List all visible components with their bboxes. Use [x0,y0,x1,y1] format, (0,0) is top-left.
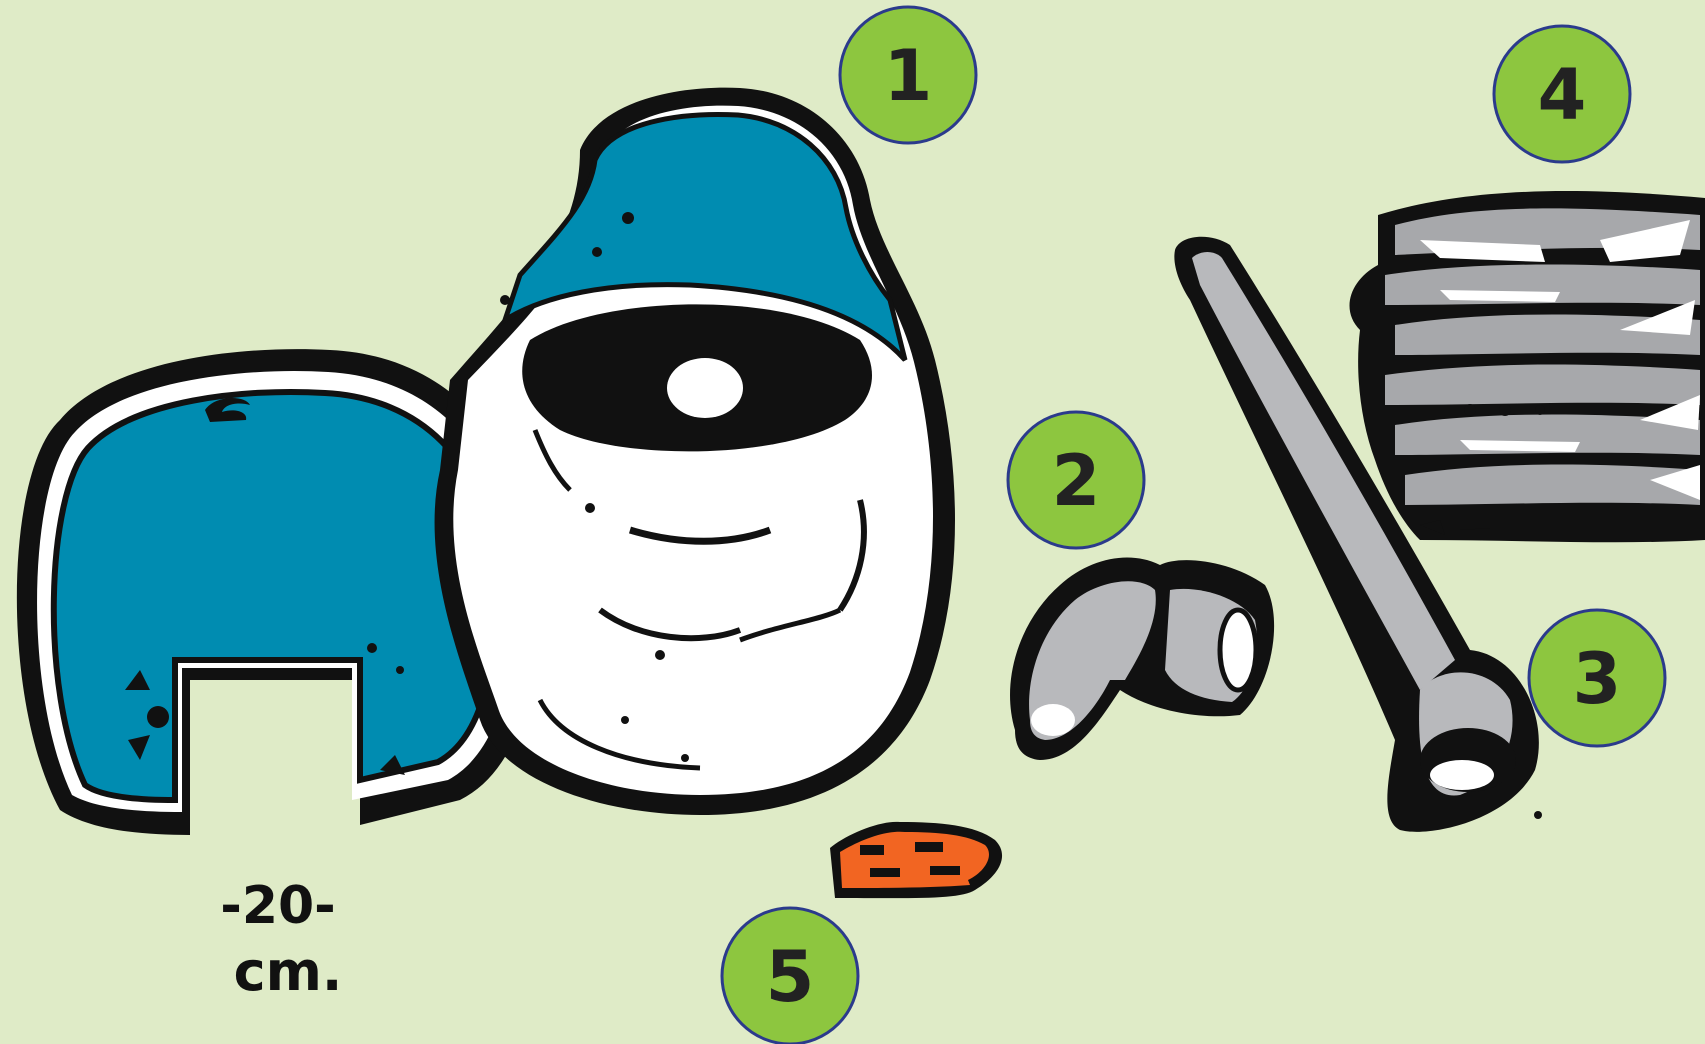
marker-2: 2 [1008,412,1144,548]
marker-3: 3 [1529,610,1665,746]
marker-3-label: 3 [1573,638,1622,720]
dimension-unit: cm. [234,940,343,1003]
marker-5-label: 5 [766,936,815,1018]
marker-4: 4 [1494,26,1630,162]
marker-2-label: 2 [1052,440,1101,522]
marker-1-label: 1 [884,35,933,117]
brick-icon [830,822,1002,898]
marker-4-label: 4 [1538,54,1587,136]
dimension-value: -20- [220,876,336,936]
marker-1: 1 [840,7,976,143]
stones-icon [1350,191,1705,542]
marker-5: 5 [722,908,858,1044]
dimension-label: -20- cm. [220,876,342,1003]
